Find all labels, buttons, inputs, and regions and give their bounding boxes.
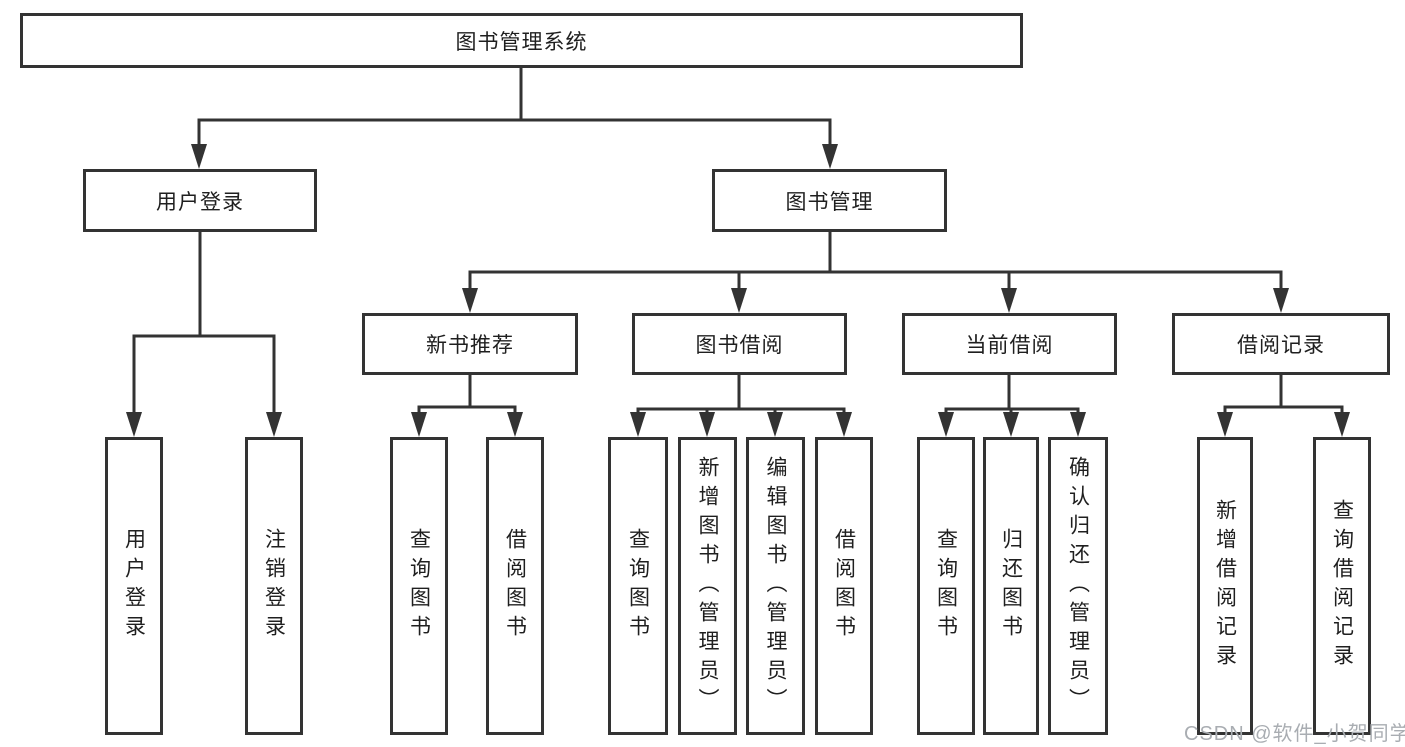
leaf-current-query-books-label: 查询图书 (934, 528, 958, 644)
leaf-logout-label: 注销登录 (262, 528, 286, 644)
leaf-query-borrow-record-label: 查询借阅记录 (1330, 499, 1354, 673)
connector-current-borrow-to-leaves (938, 373, 1086, 437)
node-user-login-label: 用户登录 (156, 190, 244, 214)
watermark-text: CSDN @软件_小贺同学 (1184, 723, 1405, 745)
connector-arrow (731, 288, 747, 313)
node-new-book-recommend: 新书推荐 (362, 313, 578, 375)
node-book-borrow: 图书借阅 (632, 313, 847, 375)
leaf-recommend-query-books: 查询图书 (390, 437, 448, 735)
connector-new-book-to-leaves (411, 373, 523, 437)
connector-book-management-to-level3 (462, 230, 1289, 313)
node-current-borrow-label: 当前借阅 (965, 334, 1054, 357)
connector-arrow (1003, 412, 1019, 437)
connector-arrow (630, 412, 646, 437)
leaf-borrow-query-books-label: 查询图书 (626, 528, 650, 644)
connector-root-to-level2 (191, 66, 838, 169)
connector-arrow (266, 412, 282, 437)
connector-arrow (822, 144, 838, 169)
leaf-confirm-return-admin: 确认归还（管理员） (1048, 437, 1108, 735)
node-user-login: 用户登录 (83, 169, 317, 232)
node-book-management: 图书管理 (712, 169, 947, 232)
leaf-add-borrow-record: 新增借阅记录 (1197, 437, 1253, 735)
connector-arrow (411, 412, 427, 437)
node-new-book-recommend-label: 新书推荐 (426, 334, 514, 357)
leaf-return-books: 归还图书 (983, 437, 1039, 735)
connector-arrow (699, 412, 715, 437)
connector-arrow (767, 412, 783, 437)
node-borrow-record-label: 借阅记录 (1237, 334, 1325, 357)
connector-arrow (191, 144, 207, 169)
connector-arrow (836, 412, 852, 437)
connector-arrow (1001, 288, 1017, 313)
connector-arrow (1334, 412, 1350, 437)
connector-borrow-record-to-leaves (1217, 373, 1350, 437)
connector-arrow (507, 412, 523, 437)
leaf-current-query-books: 查询图书 (917, 437, 975, 735)
leaf-edit-book-admin: 编辑图书（管理员） (746, 437, 805, 735)
leaf-recommend-query-books-label: 查询图书 (407, 528, 431, 644)
node-root: 图书管理系统 (20, 13, 1023, 68)
connector-arrow (1217, 412, 1233, 437)
connector-user-login-to-leaves (126, 230, 282, 437)
connector-arrow (1273, 288, 1289, 313)
leaf-add-book-admin: 新增图书（管理员） (678, 437, 737, 735)
leaf-add-borrow-record-label: 新增借阅记录 (1213, 499, 1237, 673)
leaf-logout: 注销登录 (245, 437, 303, 735)
leaf-recommend-borrow-books: 借阅图书 (486, 437, 544, 735)
leaf-edit-book-admin-label: 编辑图书（管理员） (764, 455, 787, 717)
node-book-borrow-label: 图书借阅 (695, 334, 784, 357)
connector-arrow (1070, 412, 1086, 437)
leaf-query-borrow-record: 查询借阅记录 (1313, 437, 1371, 735)
node-current-borrow: 当前借阅 (902, 313, 1117, 375)
node-borrow-record: 借阅记录 (1172, 313, 1390, 375)
node-book-management-label: 图书管理 (785, 190, 874, 214)
leaf-recommend-borrow-books-label: 借阅图书 (503, 528, 527, 644)
leaf-borrow-books: 借阅图书 (815, 437, 873, 735)
leaf-user-login-label: 用户登录 (122, 528, 146, 644)
leaf-return-books-label: 归还图书 (999, 528, 1023, 644)
connector-arrow (938, 412, 954, 437)
connector-book-borrow-to-leaves (630, 373, 852, 437)
leaf-add-book-admin-label: 新增图书（管理员） (696, 455, 719, 717)
leaf-borrow-query-books: 查询图书 (608, 437, 668, 735)
leaf-borrow-books-label: 借阅图书 (832, 528, 856, 644)
leaf-confirm-return-admin-label: 确认归还（管理员） (1066, 455, 1090, 717)
connector-arrow (126, 412, 142, 437)
leaf-user-login: 用户登录 (105, 437, 163, 735)
connector-arrow (462, 288, 478, 313)
node-root-label: 图书管理系统 (455, 30, 588, 54)
